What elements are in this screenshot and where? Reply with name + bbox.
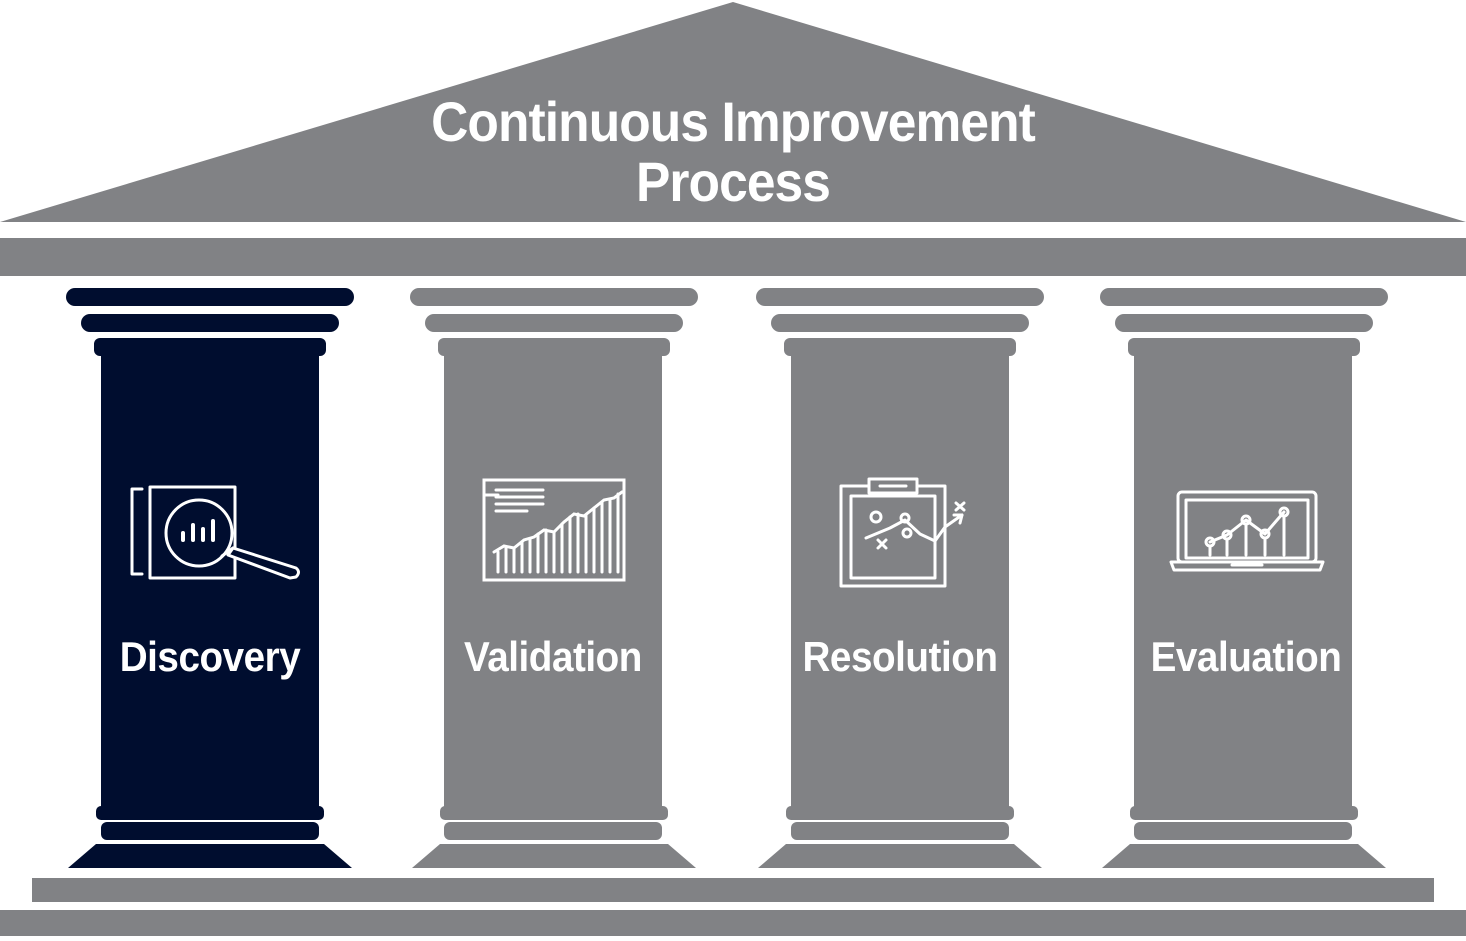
pillar-evaluation xyxy=(1100,288,1388,868)
pillar-discovery xyxy=(66,288,354,868)
magnifier-bar-chart-icon xyxy=(130,485,300,580)
clipboard-strategy-icon xyxy=(839,477,966,588)
diagram-title: Continuous Improvement Process xyxy=(365,92,1101,212)
pillar-resolution xyxy=(756,288,1044,868)
pillar-label-discovery: Discovery xyxy=(119,633,301,680)
pillar-label-evaluation: Evaluation xyxy=(1150,633,1342,680)
dashboard-growth-chart-icon xyxy=(482,478,626,582)
laptop-line-chart-icon xyxy=(1169,490,1325,572)
base-step-upper xyxy=(32,878,1434,902)
base-step-lower xyxy=(0,910,1466,936)
pillar-label-validation: Validation xyxy=(464,633,642,680)
pillar-label-resolution: Resolution xyxy=(802,633,998,680)
pillar-validation xyxy=(410,288,698,868)
title-line-1: Continuous Improvement xyxy=(431,90,1036,153)
title-line-2: Process xyxy=(635,150,831,213)
roof-pediment xyxy=(0,2,1466,222)
entablature-beam xyxy=(0,238,1466,276)
